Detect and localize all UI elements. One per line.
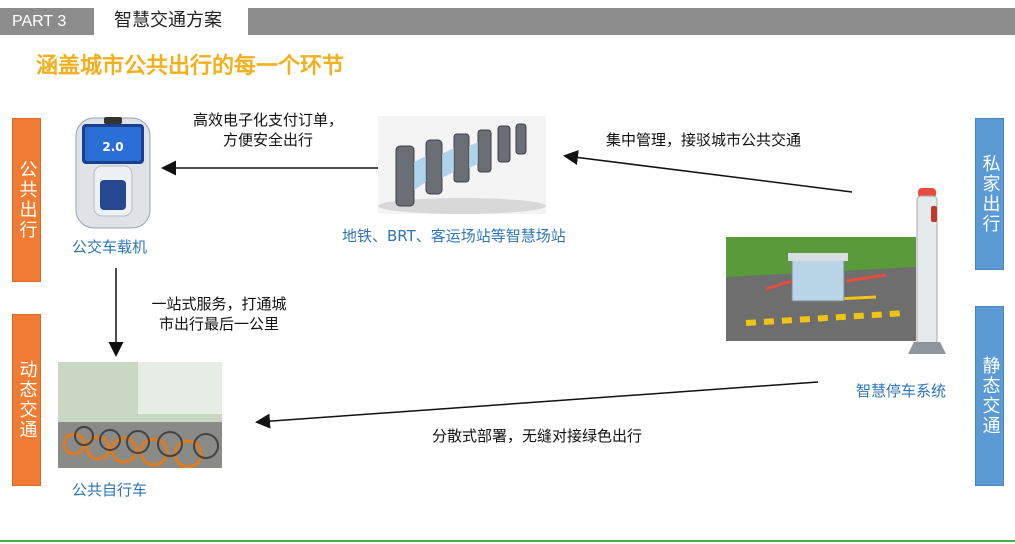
bus-terminal-image [75, 117, 151, 229]
side-label-private-travel: 私家出行 [975, 118, 1004, 270]
side-label-static-traffic: 静态交通 [975, 306, 1004, 486]
arrow-parking-to-station [563, 150, 853, 193]
side-label-public-travel: 公共出行 [12, 118, 41, 282]
bus-screen-value: 2.0 [102, 140, 124, 154]
label-smart-station: 地铁、BRT、客运场站等智慧场站 [342, 227, 566, 245]
side-label-dynamic-traffic: 动态交通 [12, 314, 41, 486]
flow-label-payment: 高效电子化支付订单， 方便安全出行 [192, 111, 343, 149]
flow-label-onestop: 一站式服务，打通城 市出行最后一公里 [151, 295, 287, 333]
header-bar [248, 8, 1015, 35]
page-subtitle: 涵盖城市公共出行的每一个环节 [36, 53, 345, 79]
parking-post-image [908, 188, 946, 354]
label-bus-terminal: 公交车载机 [72, 238, 148, 256]
parking-scene-image [726, 237, 916, 341]
arrow-parking-to-bike [255, 381, 819, 429]
public-bike-image [58, 362, 222, 468]
bottom-rule [0, 540, 1015, 542]
part-label: PART 3 [0, 8, 94, 35]
label-public-bike: 公共自行车 [72, 481, 148, 499]
section-title: 智慧交通方案 [114, 10, 222, 31]
smart-station-image [378, 116, 546, 214]
label-parking: 智慧停车系统 [856, 382, 947, 400]
flow-label-central: 集中管理，接驳城市公共交通 [606, 131, 802, 149]
flow-label-distributed: 分散式部署，无缝对接绿色出行 [432, 427, 643, 445]
